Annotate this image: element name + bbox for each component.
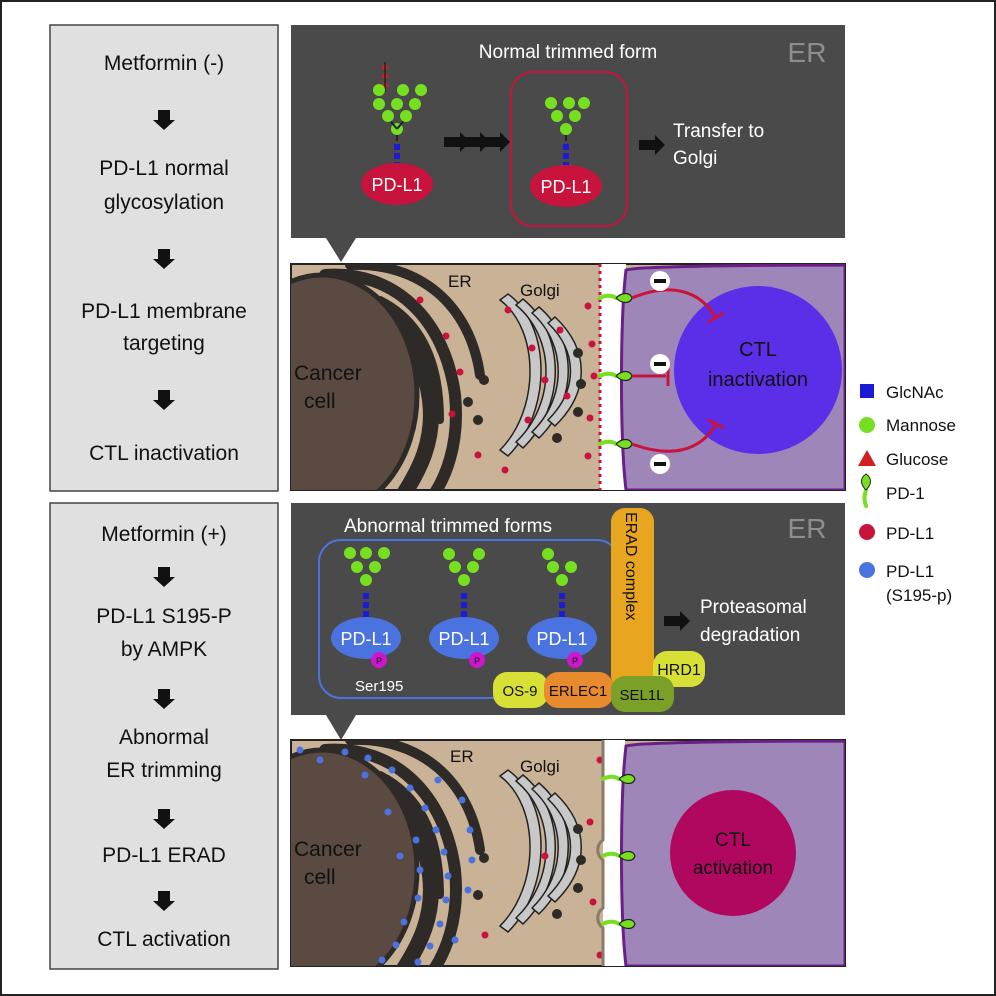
- flow-step-metformin-plus: Metformin (+): [101, 523, 226, 546]
- proteasome-label-2: degradation: [700, 625, 800, 646]
- trimmed-glycoprotein: PD-L1: [530, 96, 602, 207]
- legend-mannose: Mannose: [886, 416, 956, 435]
- pd1-receptor-icon: [861, 473, 871, 508]
- flow-step-normal-glyco-1: PD-L1 normal: [99, 157, 229, 180]
- transfer-label-2: Golgi: [673, 148, 717, 169]
- top-ctl-label-1: CTL: [739, 339, 777, 361]
- bottom-er-corner-label: ER: [788, 513, 827, 544]
- erlec1-label: ERLEC1: [549, 683, 607, 700]
- top-cancer-label-2: cell: [304, 390, 336, 413]
- legend-pd1: PD-1: [886, 484, 925, 503]
- os9-label: OS-9: [502, 683, 537, 700]
- proteasome-label-1: Proteasomal: [700, 597, 807, 618]
- top-ctl-label-2: inactivation: [708, 369, 808, 391]
- top-er-title: Normal trimmed form: [479, 42, 657, 63]
- bottom-ctl-nucleus: [670, 790, 796, 916]
- top-cancer-label-1: Cancer: [294, 362, 362, 385]
- os9-box: [493, 672, 548, 708]
- top-pdl1-dots: [416, 296, 598, 474]
- normal-trimmed-box: [510, 71, 628, 227]
- bottom-golgi-label: Golgi: [520, 757, 560, 776]
- pdl1-protein-label: PD-L1: [371, 175, 422, 195]
- bottom-flow-box: Metformin (+) PD-L1 S195-P by AMPK Abnor…: [49, 502, 279, 970]
- pdl1-protein-label: PD-L1: [540, 177, 591, 197]
- bottom-vesicles: [473, 824, 586, 919]
- top-er-panel: Normal trimmed form ER PD-L1 PD-L1 Trans…: [291, 25, 845, 262]
- transfer-label-1: Transfer to: [673, 121, 764, 142]
- flow-step-ctl-inactivation: CTL inactivation: [89, 442, 239, 465]
- minus-signs: [650, 271, 670, 474]
- pdl1-protein-label: PD-L1: [536, 629, 587, 649]
- abnormal-glycoprotein-2: PD-L1 P: [429, 548, 499, 668]
- top-er-corner-label: ER: [788, 37, 827, 68]
- hrd1-label: HRD1: [657, 662, 701, 679]
- bottom-cancer-label-2: cell: [304, 866, 336, 889]
- abnormal-glycoprotein-3: PD-L1 P: [527, 548, 597, 668]
- blue-dot-icon: [859, 562, 875, 578]
- legend: GlcNAc Mannose Glucose PD-1 PD-L1 PD-L1 …: [858, 383, 956, 605]
- bottom-golgi: [498, 769, 582, 933]
- bottom-cell-panel: ER Golgi Cancer cell CTL activation: [290, 739, 846, 967]
- flow-step-metformin-minus: Metformin (-): [104, 52, 224, 75]
- flow-step-membrane-2: targeting: [123, 332, 205, 355]
- flow-step-s195p-2: by AMPK: [121, 638, 207, 661]
- legend-glcnac: GlcNAc: [886, 383, 944, 402]
- top-er-label: ER: [448, 272, 472, 291]
- erad-label: ERAD complex: [622, 512, 639, 620]
- green-circle-icon: [859, 417, 875, 433]
- legend-pdl1-s195p-1: PD-L1: [886, 562, 934, 581]
- legend-pdl1: PD-L1: [886, 524, 934, 543]
- bottom-er-label: ER: [450, 747, 474, 766]
- bottom-er-panel: Abnormal trimmed forms ER PD-L1 P: [291, 503, 845, 740]
- flow-step-abnormal-2: ER trimming: [106, 759, 222, 782]
- sel1l-label: SEL1L: [619, 687, 664, 704]
- sel1l-box: [611, 676, 674, 712]
- flow-step-membrane-1: PD-L1 membrane: [81, 300, 247, 323]
- untrimmed-glycoprotein: PD-L1: [361, 62, 433, 205]
- red-dot-icon: [859, 524, 875, 540]
- pdl1-protein-label: PD-L1: [340, 629, 391, 649]
- abnormal-glycoprotein-1: PD-L1 P: [331, 547, 401, 668]
- bottom-er-title: Abnormal trimmed forms: [344, 516, 552, 537]
- bottom-ctl-label-1: CTL: [715, 830, 751, 851]
- blue-square-icon: [860, 384, 874, 398]
- legend-pdl1-s195p-2: (S195-p): [886, 586, 952, 605]
- erad-complex: [611, 508, 654, 690]
- bottom-cancer-label-1: Cancer: [294, 838, 362, 861]
- flow-step-s195p-1: PD-L1 S195-P: [96, 605, 231, 628]
- pdl1-protein-label: PD-L1: [438, 629, 489, 649]
- top-golgi-label: Golgi: [520, 281, 560, 300]
- flow-step-erad: PD-L1 ERAD: [102, 844, 226, 867]
- ser195-label: Ser195: [355, 678, 403, 695]
- top-vesicles: [463, 348, 586, 443]
- phospho-label: P: [376, 656, 382, 666]
- top-ctl-nucleus: [674, 286, 842, 454]
- top-golgi: [498, 293, 582, 457]
- erlec1-box: [544, 672, 613, 708]
- top-flow-box: Metformin (-) PD-L1 normal glycosylation…: [49, 24, 279, 492]
- bottom-ctl-label-2: activation: [693, 858, 773, 879]
- top-cell-panel: ER Golgi Cancer cell CTL inactivation: [290, 263, 846, 491]
- top-nucleus: [291, 272, 420, 490]
- legend-glucose: Glucose: [886, 450, 948, 469]
- bottom-pdl1-s195p-dots: [296, 746, 476, 966]
- phospho-label: P: [572, 656, 578, 666]
- flow-step-ctl-activation: CTL activation: [97, 928, 230, 951]
- flow-step-normal-glyco-2: glycosylation: [104, 191, 224, 214]
- flow-step-abnormal-1: Abnormal: [119, 726, 209, 749]
- red-triangle-icon: [858, 450, 876, 466]
- phospho-label: P: [474, 656, 480, 666]
